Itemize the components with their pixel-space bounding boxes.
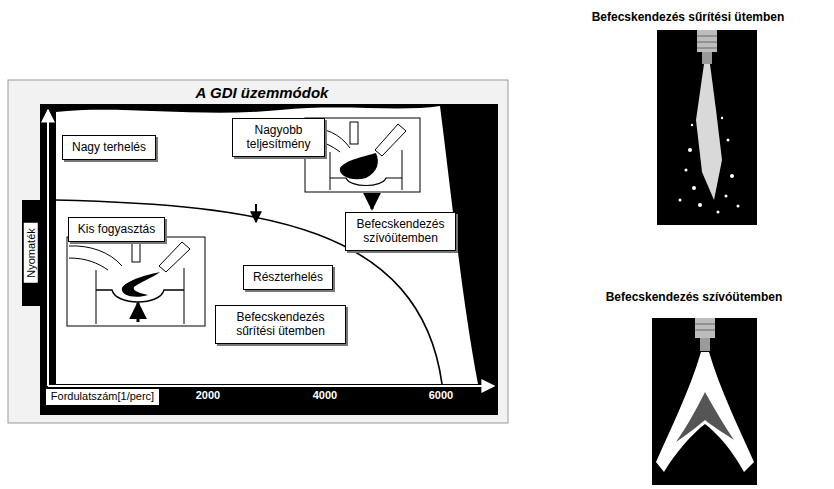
operating-region	[56, 106, 478, 384]
load-box: Részterhelés	[243, 265, 333, 290]
spray-photo	[696, 64, 722, 200]
engine-sketch	[402, 150, 403, 190]
chart-frame	[22, 200, 42, 306]
injection-box: Befecskendezés sűrítési ütemben	[215, 305, 346, 344]
engine-sketch	[350, 122, 358, 144]
spray-photo	[656, 352, 754, 472]
chart-frame	[40, 104, 498, 415]
spray-photo	[652, 318, 757, 485]
engine-sketch	[67, 237, 205, 326]
engine-sketch	[159, 242, 190, 272]
chart-title: A GDI üzemmódok	[196, 84, 329, 101]
box-text: Kis fogyasztás	[78, 222, 155, 236]
engine-sketch	[67, 237, 205, 326]
load-box: Nagy terhelés	[62, 135, 156, 160]
spray-photo	[657, 30, 757, 225]
photo-caption: Befecskendezés szívóütemben	[606, 290, 783, 304]
label-text: Nyomaték	[25, 228, 37, 278]
engine-sketch	[96, 270, 97, 324]
spray-photo	[695, 324, 715, 325]
engine-sketch	[132, 242, 140, 262]
box-text: Nagyobb teljesítmény	[242, 123, 316, 151]
label-text: 4000	[313, 389, 337, 401]
flow-arrow	[371, 193, 374, 209]
tick-label: 2000	[196, 389, 220, 401]
spray-photo	[695, 330, 715, 331]
box-text: Befecskendezés szívóütemben	[355, 217, 447, 245]
load-boundary	[255, 204, 257, 222]
spray-photo	[725, 195, 728, 198]
label-text: Befecskendezés szívóütemben	[606, 290, 783, 304]
spray-photo	[717, 211, 720, 214]
spray-photo	[737, 205, 740, 208]
spray-photo	[697, 30, 717, 52]
spray-photo	[657, 30, 757, 225]
flow-arrow	[372, 193, 373, 209]
spray-photo	[727, 139, 730, 142]
spray-photo	[688, 148, 692, 152]
label-text: 6000	[429, 389, 453, 401]
spray-photo	[692, 186, 696, 190]
chart-frame	[8, 80, 508, 423]
tick-label: 6000	[429, 389, 453, 401]
spray-photo	[652, 318, 757, 485]
box-text: Nagy terhelés	[72, 140, 146, 154]
axis-label-box: Fordulatszám[1/perc]	[45, 388, 160, 406]
engine-sketch	[340, 153, 378, 179]
box-text: Részterhelés	[253, 270, 323, 284]
chart-axis	[47, 110, 49, 386]
chart-axis	[48, 110, 494, 386]
spray-photo	[679, 199, 682, 202]
engine-sketch	[375, 124, 406, 156]
operating-region	[56, 106, 478, 384]
photo-caption: Befecskendezés sűrítési ütemben	[592, 10, 785, 24]
engine-sketch	[330, 178, 402, 186]
spray-photo	[702, 52, 712, 64]
engine-sketch	[184, 268, 185, 324]
mode-box: Nagyobb teljesítmény	[232, 118, 325, 157]
box-text: Befecskendezés sűrítési ütemben	[225, 310, 337, 338]
spray-photo	[697, 42, 717, 43]
chart-frame	[8, 80, 508, 423]
spray-photo	[691, 124, 693, 126]
chart-axis	[48, 385, 494, 387]
spray-photo	[697, 36, 717, 37]
label-text: 2000	[196, 389, 220, 401]
spray-photo	[730, 174, 734, 178]
engine-sketch	[330, 152, 331, 190]
engine-sketch	[69, 258, 108, 270]
engine-sketch	[122, 272, 160, 297]
spray-photo	[700, 338, 710, 351]
box-text: Fordulatszám[1/perc]	[51, 390, 154, 403]
engine-sketch	[137, 303, 140, 322]
spray-photo	[685, 169, 688, 172]
spray-photo	[697, 48, 717, 49]
spray-photo	[676, 392, 734, 442]
mode-box: Kis fogyasztás	[68, 217, 165, 242]
spray-photo	[698, 203, 702, 207]
injection-box: Befecskendezés szívóütemben	[345, 212, 456, 251]
label-text: Befecskendezés sűrítési ütemben	[592, 10, 785, 24]
spray-photo	[695, 318, 715, 338]
tick-label: 4000	[313, 389, 337, 401]
axis-label: Nyomaték	[24, 223, 38, 283]
spray-photo	[721, 117, 723, 119]
